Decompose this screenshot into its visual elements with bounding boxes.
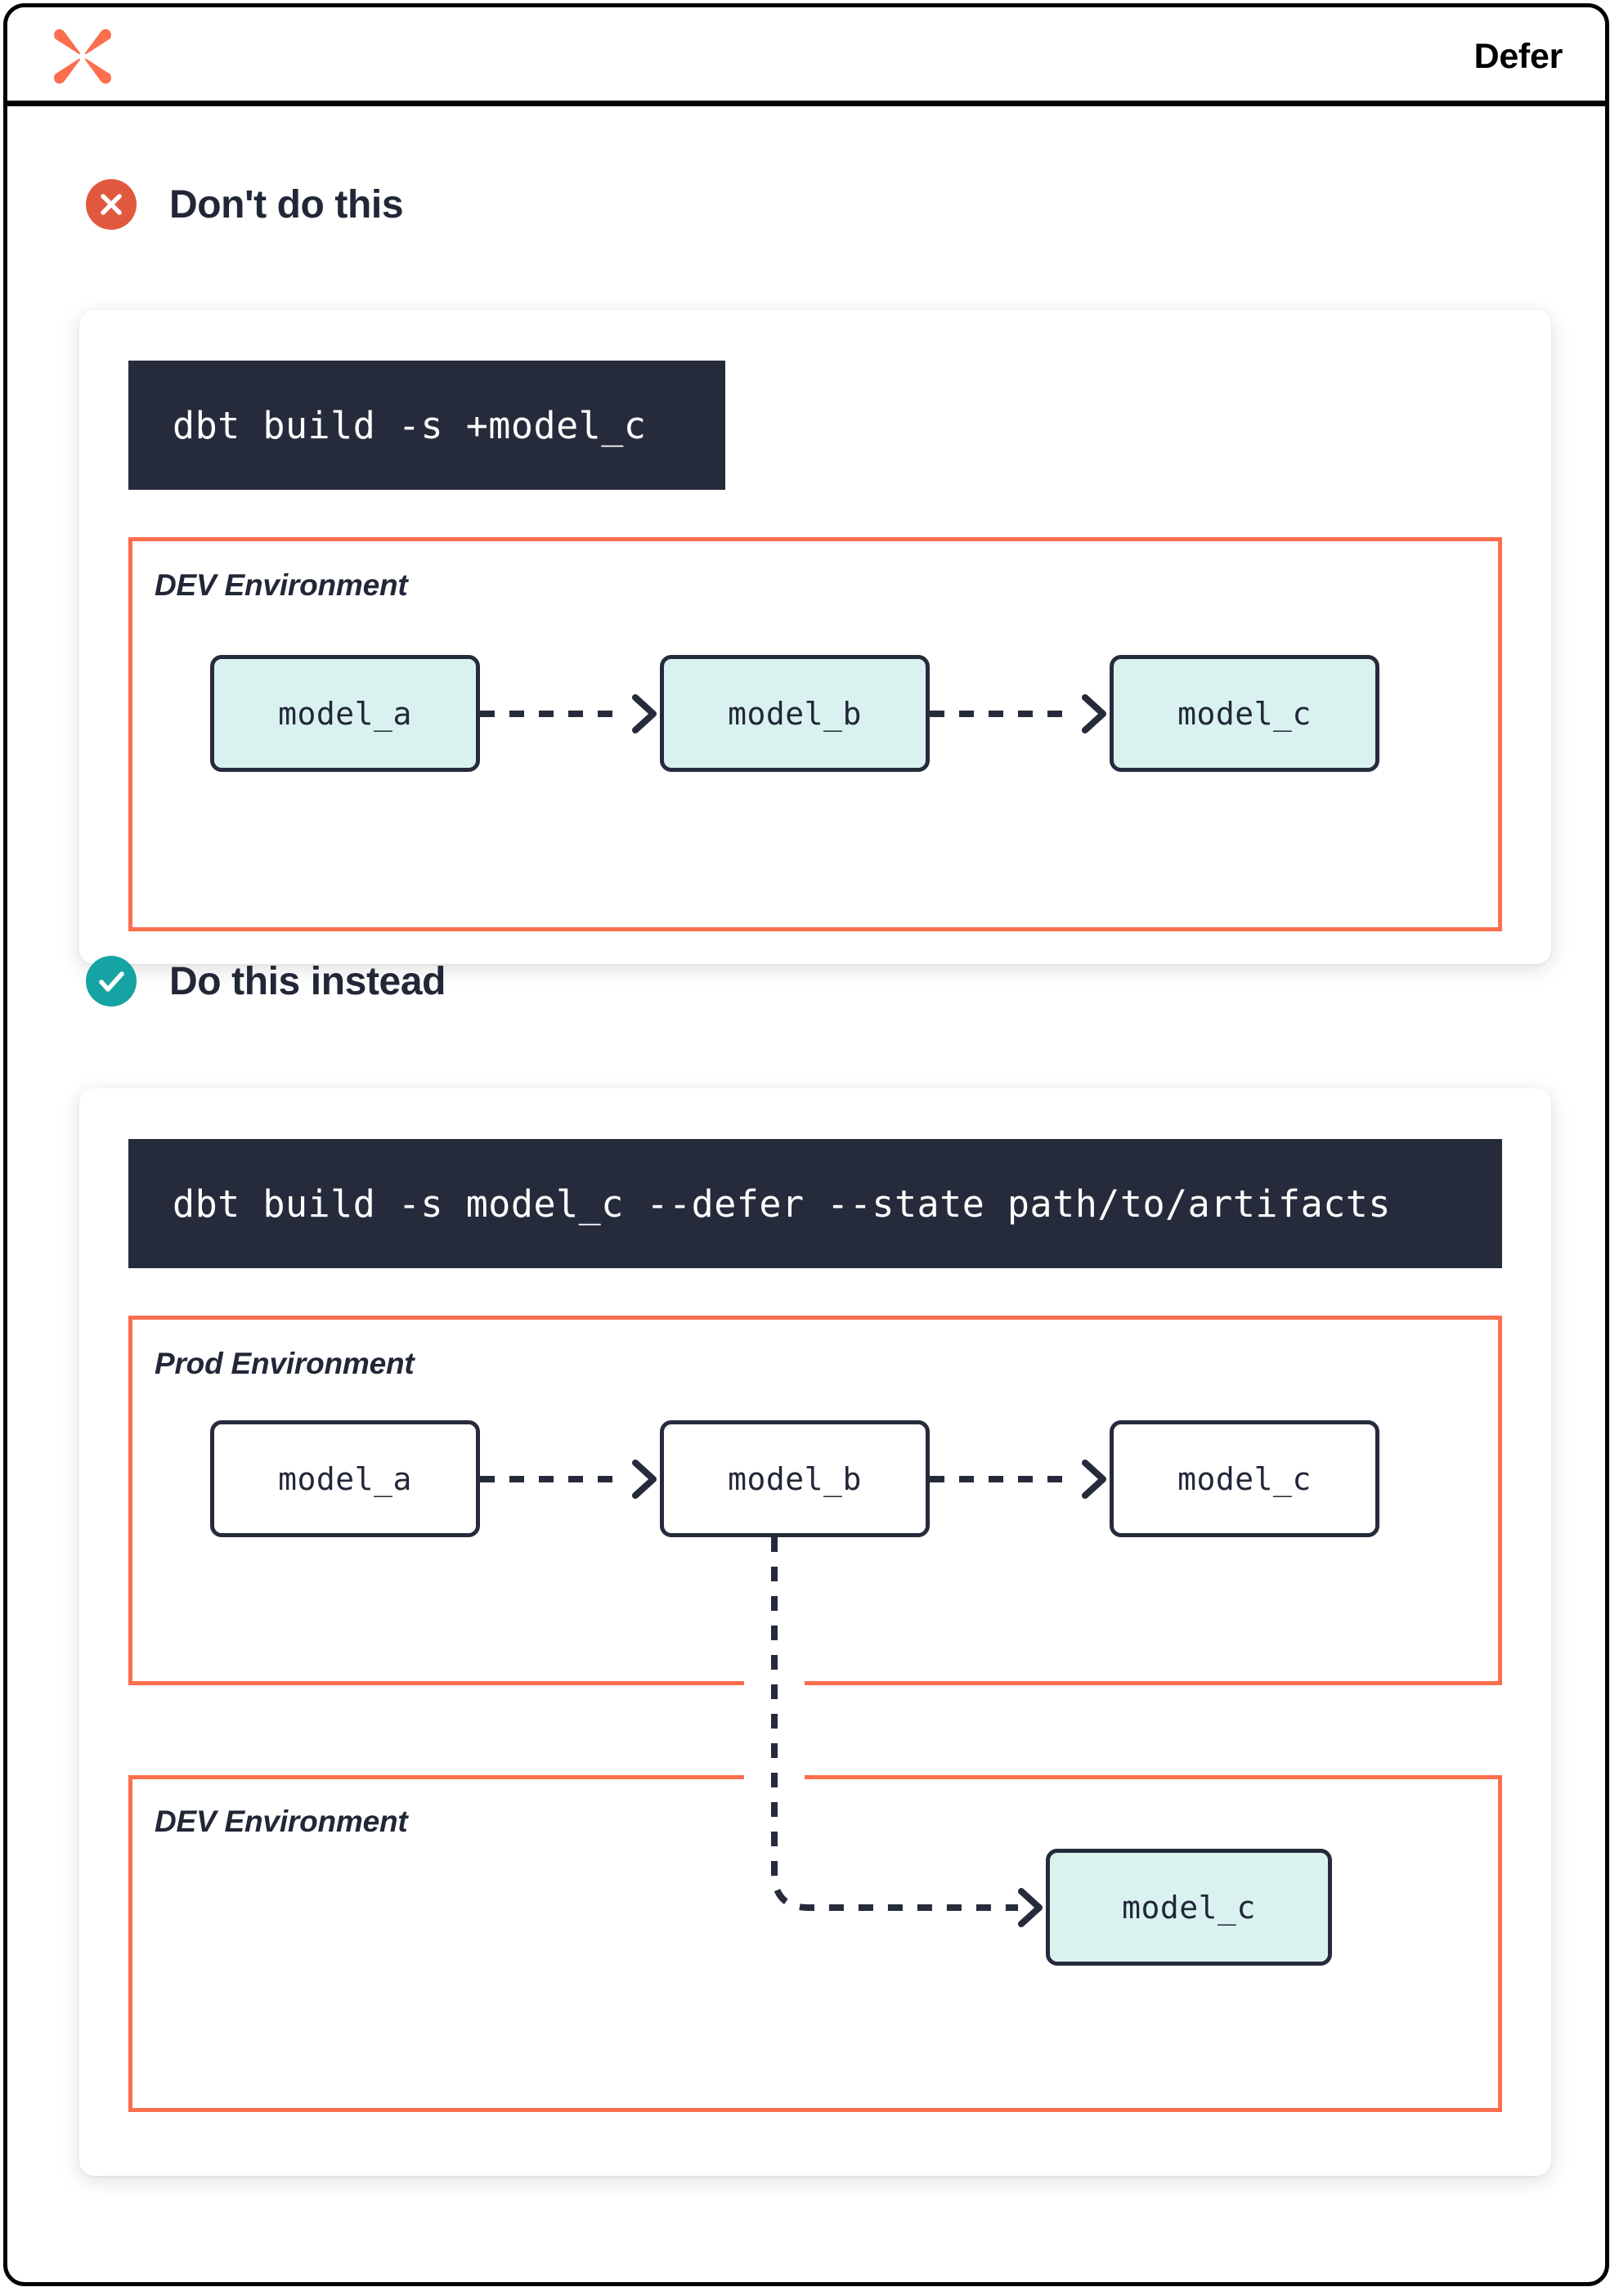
page-header: Defer xyxy=(7,7,1605,106)
border-gap-dev-top xyxy=(744,1769,805,1783)
env-label-dev-dont: DEV Environment xyxy=(155,568,408,602)
node-model-c-prod[interactable]: model_c xyxy=(1110,1420,1379,1537)
env-label-prod-do: Prod Environment xyxy=(155,1347,415,1380)
dbt-logo xyxy=(50,24,115,89)
slide-frame: Defer Don't do this dbt build -s +model_… xyxy=(3,3,1609,2286)
node-model-c-dev-do[interactable]: model_c xyxy=(1046,1849,1332,1966)
card-dont: dbt build -s +model_c DEV Environment mo… xyxy=(79,310,1551,964)
node-model-a-dev-dont[interactable]: model_a xyxy=(210,655,480,772)
node-model-c-dev-dont[interactable]: model_c xyxy=(1110,655,1379,772)
close-icon xyxy=(86,179,137,230)
env-box-dev-dont xyxy=(128,537,1502,931)
code-block-do: dbt build -s model_c --defer --state pat… xyxy=(128,1139,1502,1268)
section-title-do: Do this instead xyxy=(169,959,446,1003)
node-model-b-prod[interactable]: model_b xyxy=(660,1420,930,1537)
env-label-dev-do: DEV Environment xyxy=(155,1805,408,1838)
code-block-dont: dbt build -s +model_c xyxy=(128,361,725,490)
section-heading-dont: Don't do this xyxy=(86,179,404,230)
node-model-a-prod[interactable]: model_a xyxy=(210,1420,480,1537)
section-title-dont: Don't do this xyxy=(169,182,404,226)
card-do: dbt build -s model_c --defer --state pat… xyxy=(79,1088,1551,2176)
page-title: Defer xyxy=(1473,37,1563,76)
check-icon xyxy=(86,956,137,1007)
node-model-b-dev-dont[interactable]: model_b xyxy=(660,655,930,772)
section-heading-do: Do this instead xyxy=(86,956,446,1007)
border-gap-prod-bottom xyxy=(744,1675,805,1690)
